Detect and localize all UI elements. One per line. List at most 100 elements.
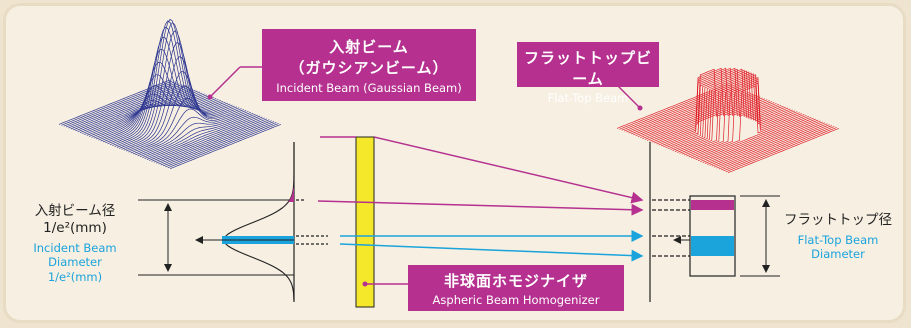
mesh-line: [144, 113, 256, 159]
flattop-callout-line: [617, 85, 641, 109]
mesh-line: [63, 81, 175, 127]
mesh-line: [688, 80, 800, 158]
mesh-line: [683, 77, 796, 156]
mesh-line: [158, 119, 270, 165]
mesh-line: [132, 108, 245, 155]
mesh-line: [725, 127, 837, 173]
mesh-line: [679, 74, 791, 154]
flattop-beam-title-jp: フラットトップビーム: [523, 49, 652, 88]
mesh-line: [146, 114, 258, 160]
mesh-line: [167, 123, 279, 169]
flattop-beam-box: フラットトップビーム Flat-Top Beam: [517, 42, 659, 105]
mesh-line: [658, 67, 770, 146]
incident-diameter-en-unit: 1/e²(mm): [47, 269, 103, 284]
mesh-line: [727, 128, 840, 174]
mesh-line: [95, 93, 208, 140]
flattop-callout-dot: [637, 105, 643, 111]
mesh-line: [135, 110, 247, 156]
homogenizer-box: 非球面ホモジナイザ Aspheric Beam Homogenizer: [408, 265, 624, 311]
mesh-line: [635, 91, 747, 137]
mesh-line: [670, 70, 782, 150]
mesh-line: [116, 22, 228, 148]
mesh-line: [651, 68, 763, 143]
gaussian-profile-tip: [288, 188, 294, 202]
incident-diameter-jp: 入射ビーム径: [34, 203, 116, 219]
mesh-line: [713, 122, 826, 168]
incident-beam-title-jp-2: （ガウシアンビーム）: [289, 59, 449, 77]
mesh-line: [649, 96, 761, 142]
mesh-line: [151, 116, 263, 162]
mesh-line: [623, 86, 736, 132]
incident-beam-title-en: Incident Beam (Gaussian Beam): [276, 81, 462, 95]
mesh-line: [123, 56, 235, 151]
incident-callout-line: [209, 66, 241, 98]
mesh-line: [718, 124, 830, 170]
mesh-line: [142, 112, 254, 158]
mesh-line: [114, 18, 226, 147]
mesh-line: [169, 124, 282, 170]
mesh-line: [653, 67, 766, 144]
mesh-line: [716, 123, 828, 169]
mesh-line: [646, 95, 759, 141]
mesh-line: [65, 82, 178, 128]
ray-lower-cyan: [339, 243, 644, 262]
flattop-profile-box: [689, 195, 736, 277]
mesh-line: [109, 26, 221, 146]
mesh-line: [695, 115, 807, 161]
flattop-beam-mesh: [616, 67, 840, 174]
ray-top-outgoing: [373, 136, 644, 204]
mesh-line: [139, 111, 252, 158]
mesh-line: [119, 30, 231, 149]
incident-beam-title-jp-1: 入射ビーム: [329, 38, 409, 56]
mesh-line: [160, 120, 272, 166]
incident-diameter-en-1: Incident Beam: [33, 241, 117, 255]
ray-edge: [317, 200, 644, 216]
incident-beam-box: 入射ビーム （ガウシアンビーム） Incident Beam (Gaussian…: [262, 29, 476, 101]
mesh-line: [700, 116, 812, 162]
mesh-line: [72, 85, 185, 131]
mesh-line: [162, 121, 275, 167]
mesh-line: [165, 122, 277, 168]
incident-diameter-en-label: Incident Beam Diameter 1/e²(mm): [18, 241, 132, 284]
mesh-line: [630, 89, 743, 135]
homogenizer-title-en: Aspheric Beam Homogenizer: [432, 293, 600, 307]
flattop-diameter-en-1: Flat-Top Beam: [797, 233, 879, 247]
flattop-diameter-en-2: Diameter: [811, 247, 865, 262]
flattop-cyan-band: [691, 236, 734, 256]
mesh-line: [697, 115, 810, 162]
mesh-line: [125, 71, 238, 152]
mesh-line: [100, 74, 212, 142]
mesh-line: [660, 67, 773, 147]
flattop-diameter-en-label: Flat-Top Beam Diameter: [780, 233, 896, 262]
incident-diameter-label: 入射ビーム径 1/e²(mm): [16, 203, 134, 237]
flattop-magenta-band: [691, 200, 734, 210]
mesh-line: [663, 68, 775, 148]
mesh-line: [690, 82, 803, 159]
mesh-line: [720, 125, 833, 171]
incident-diameter-en-2: Diameter: [48, 255, 102, 270]
mesh-line: [640, 92, 752, 138]
mesh-line: [711, 121, 823, 167]
mesh-line: [656, 67, 768, 145]
mesh-line: [667, 69, 779, 150]
mesh-line: [686, 78, 798, 157]
homogenizer-lens: [355, 136, 375, 308]
mesh-line: [704, 118, 816, 164]
incident-diameter-unit: 1/e²(mm): [43, 219, 107, 236]
mesh-line: [88, 91, 201, 137]
mesh-line: [112, 20, 224, 146]
mesh-line: [107, 36, 219, 145]
mesh-line: [644, 94, 756, 140]
mesh-line: [677, 73, 789, 153]
mesh-line: [82, 88, 194, 134]
mesh-line: [137, 111, 249, 157]
mesh-line: [672, 71, 784, 151]
incident-callout-dot: [207, 94, 213, 100]
gaussian-beam-mesh: [58, 18, 282, 170]
mesh-line: [130, 98, 242, 154]
mesh-line: [153, 117, 265, 163]
mesh-line: [79, 87, 191, 134]
mesh-line: [723, 126, 835, 172]
mesh-line: [709, 120, 821, 166]
